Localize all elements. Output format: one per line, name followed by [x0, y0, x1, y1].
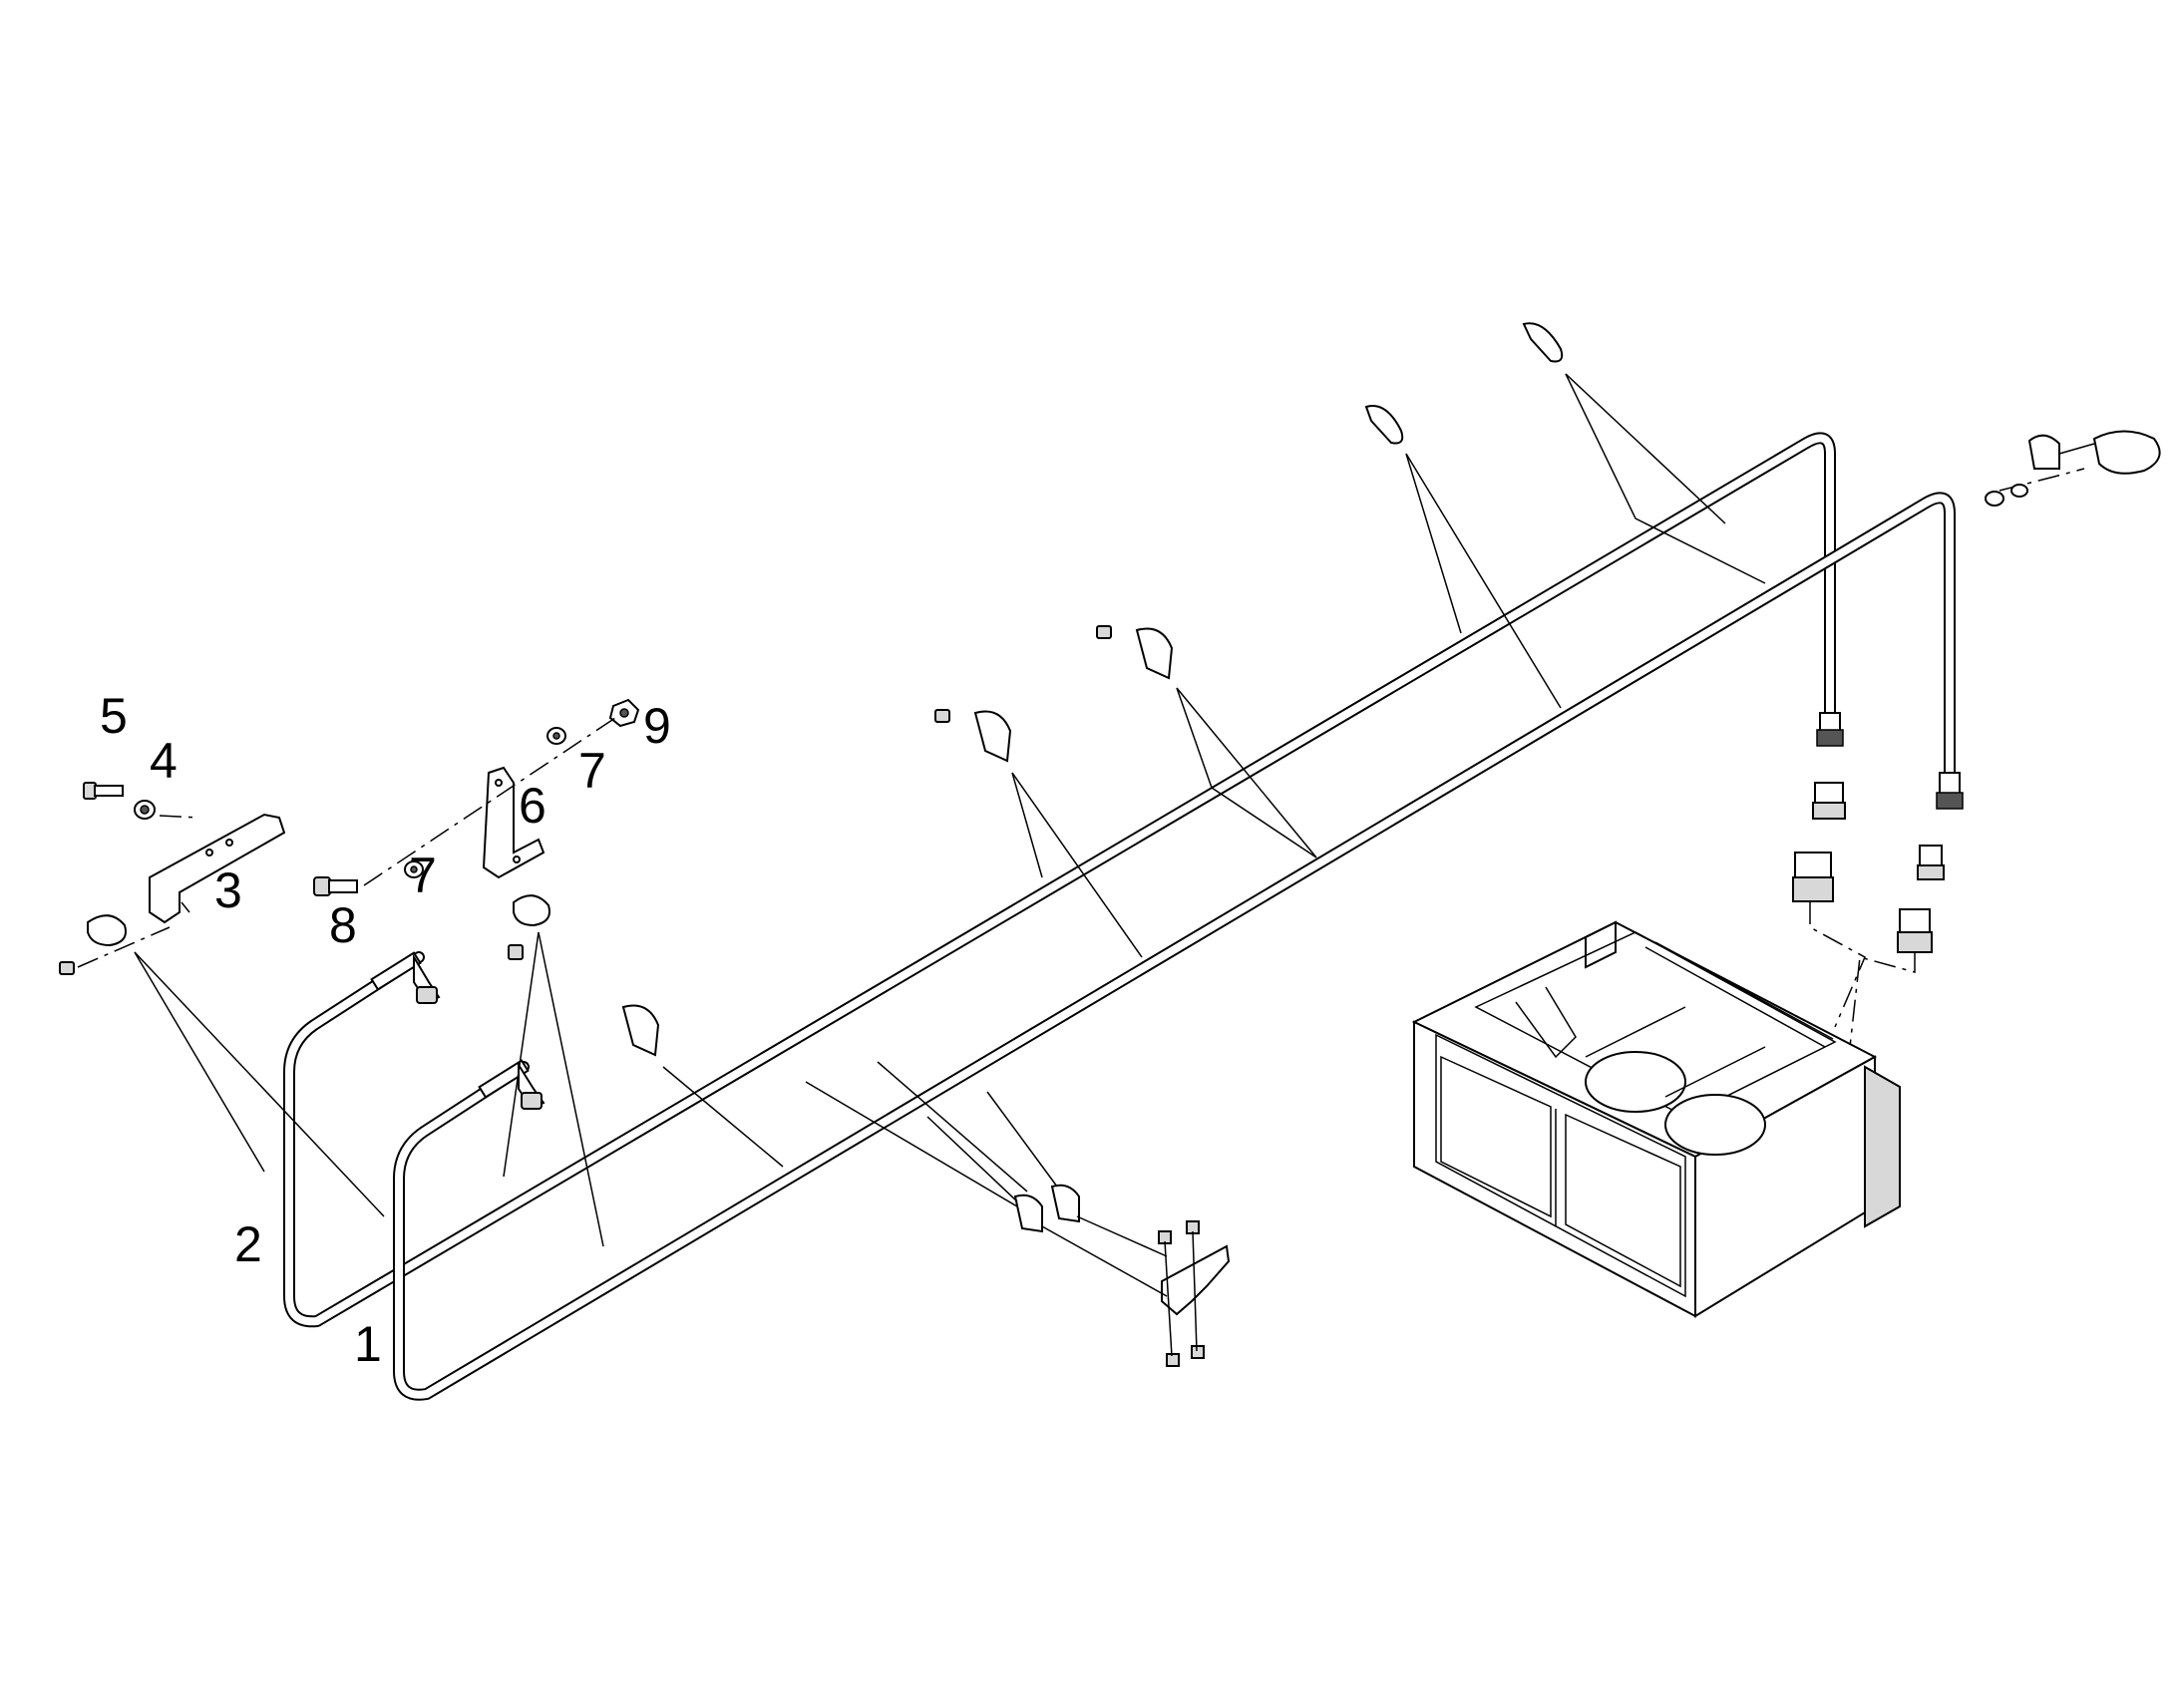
part-label-1: 1: [354, 1316, 382, 1372]
clamp-lower-mid: [621, 1004, 784, 1168]
clamp-left: [59, 914, 385, 1217]
part-label-5: 5: [100, 688, 128, 744]
bracket-3: [149, 813, 286, 924]
clamp-upper-right-2: [1364, 405, 1562, 709]
part-label-2: 2: [234, 1216, 262, 1272]
part-label-6: 6: [519, 778, 546, 834]
washer-7-lower: [404, 860, 424, 878]
hose-end-left-lower: [478, 1059, 545, 1111]
part-label-4: 4: [150, 733, 178, 789]
bolt-8: [313, 876, 358, 896]
hose-end-left-upper: [370, 951, 441, 1004]
clamp-mid-1: [934, 709, 1143, 958]
bolt-5: [83, 782, 124, 800]
clamp-bracket-bottom: [805, 1061, 1231, 1367]
centerline-bolt-5: [159, 815, 200, 819]
part-label-3: 3: [214, 862, 242, 918]
centerline-bolt-8: [363, 715, 619, 886]
part-label-7-upper: 7: [578, 743, 606, 799]
pipe-2: [283, 432, 1836, 1328]
pipe-1: [393, 492, 1956, 1401]
clamp-upper-right-1: [1522, 322, 1766, 584]
heater-unit: [1411, 920, 1901, 1318]
washer-4: [134, 800, 156, 820]
part-label-7-lower: 7: [409, 848, 437, 903]
part-label-9: 9: [643, 698, 671, 754]
nut-9: [608, 698, 640, 728]
fitting-centerlines: [1809, 902, 1916, 1048]
part-label-8: 8: [329, 897, 357, 953]
bracket-upper-right: [1985, 430, 2161, 507]
clamp-6: [503, 894, 604, 1247]
washer-7-upper: [546, 727, 566, 745]
fitting-pipe-1: [1897, 772, 1964, 953]
fitting-pipe-2: [1792, 712, 1846, 902]
clamp-mid-2: [1096, 625, 1317, 858]
